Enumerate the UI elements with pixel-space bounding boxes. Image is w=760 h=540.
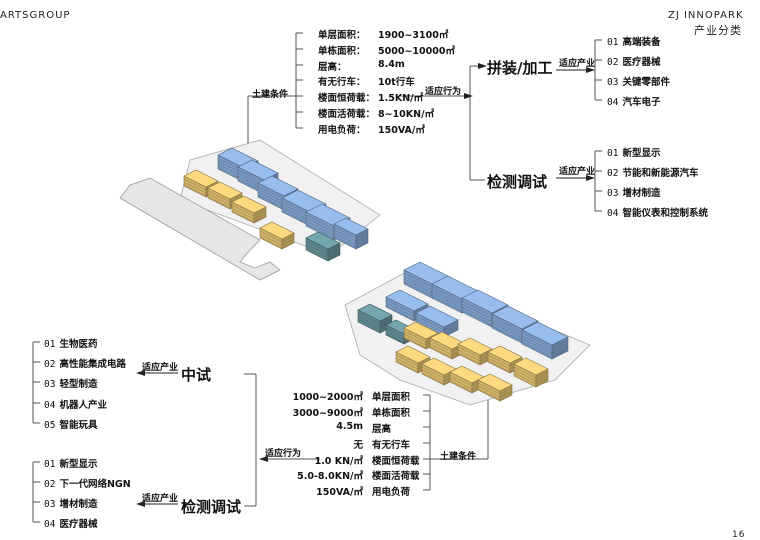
building-block (231, 195, 267, 224)
bottom-condition-value: 1.0 KN/㎡ (314, 456, 363, 467)
bottom-condition-name: 单层面积 (372, 392, 411, 403)
bottom-arrow-lines (144, 372, 178, 505)
page-number: 16 (732, 530, 746, 540)
top-condition-name: 单栋面积： (318, 46, 366, 57)
building-block (305, 231, 341, 262)
bottom-group-adapt-label: 适应产业 (142, 494, 179, 504)
bottom-condition-value: 1000~2000㎡ (292, 392, 363, 403)
bottom-group-title: 检测调试 (181, 498, 242, 516)
project-name: ZJ INNOPARK (668, 10, 744, 21)
bottom-condition-name: 用电负荷 (372, 487, 411, 498)
top-group-adapt-label: 适应产业 (559, 167, 596, 177)
bottom-condition-value: 4.5m (336, 421, 363, 432)
top-group-title: 检测调试 (487, 173, 548, 191)
top-condition-label: 土建条件 (252, 90, 289, 100)
bottom-arrows (136, 370, 268, 507)
bottom-group-adapt-label: 适应产业 (142, 363, 179, 373)
building-block (415, 305, 459, 338)
top-condition-value: 5000~10000㎡ (378, 46, 455, 57)
top-behavior-label: 适应行为 (425, 87, 462, 97)
top-condition-value: 8~10KN/㎡ (378, 109, 435, 120)
building-block (457, 337, 493, 366)
bottom-condition-value: 无 (353, 440, 363, 451)
lower-site (344, 261, 591, 406)
brand-logo-text: ARTSGROUP (0, 10, 71, 21)
top-arrows (464, 63, 595, 181)
bottom-condition-name: 层高 (372, 424, 392, 435)
upper-site (119, 139, 381, 281)
bottom-condition-name: 单栋面积 (372, 408, 411, 419)
top-group-title: 拼装/加工 (487, 59, 553, 77)
top-condition-value: 1900~3100㎡ (378, 30, 449, 41)
building-block (521, 321, 569, 360)
building-block (333, 217, 369, 250)
top-condition-name: 层高： (318, 62, 347, 73)
bottom-condition-name: 楼面活荷载 (372, 471, 420, 482)
bottom-condition-value: 5.0-8.0KN/㎡ (297, 471, 363, 482)
bottom-condition-name: 楼面恒荷载 (372, 456, 420, 467)
bottom-condition-value: 150VA/㎡ (316, 487, 363, 498)
building-block (477, 373, 513, 402)
top-arrow-lines (556, 69, 588, 179)
top-condition-name: 楼面恒荷载： (318, 93, 376, 104)
top-condition-name: 单层面积： (318, 30, 366, 41)
top-condition-name: 楼面活荷载： (318, 109, 376, 120)
top-group-adapt-label: 适应产业 (559, 59, 596, 69)
top-condition-name: 有无行车： (318, 77, 366, 88)
bottom-condition-name: 有无行车 (372, 440, 411, 451)
building-block (259, 221, 295, 250)
top-condition-value: 10t行车 (378, 77, 415, 88)
top-condition-name: 用电负荷： (318, 125, 366, 136)
page-title: 产业分类 (694, 24, 742, 37)
building-block (357, 303, 393, 334)
top-condition-value: 8.4m (378, 59, 405, 70)
top-condition-value: 150VA/㎡ (378, 125, 425, 136)
bottom-connectors (32, 341, 489, 523)
top-condition-value: 1.5KN/㎡ (378, 93, 424, 104)
bottom-group-title: 中试 (181, 366, 212, 384)
bottom-behavior-label: 适应行为 (265, 449, 302, 459)
bottom-condition-label: 土建条件 (440, 452, 477, 462)
bottom-condition-value: 3000~9000㎡ (292, 408, 363, 419)
building-block (513, 357, 549, 388)
